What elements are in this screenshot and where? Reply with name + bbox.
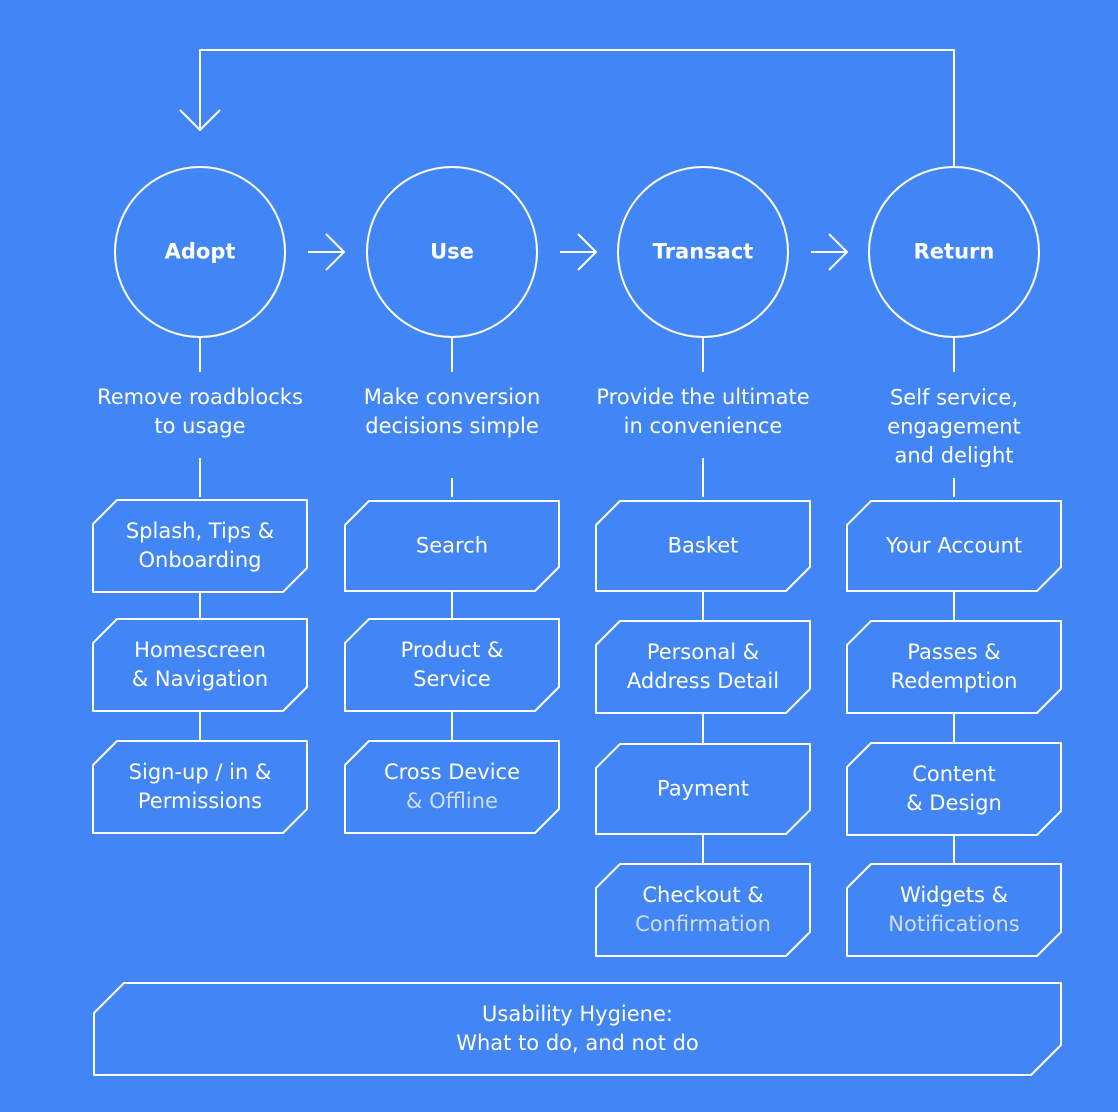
step-label-line: Cross Device [383, 760, 521, 784]
step-label: Payment [657, 775, 749, 804]
step-label-line: Splash, Tips & [125, 519, 275, 543]
step-box [846, 500, 1062, 592]
footer-label-line: Usability Hygiene: [482, 1002, 673, 1026]
step-label: Basket [668, 532, 739, 561]
stage-description-line: decisions simple [365, 414, 539, 438]
stage-description-line: and delight [894, 443, 1014, 468]
step-label-line: Passes & [907, 640, 1001, 664]
stage-arrowhead [828, 233, 848, 271]
step-label-line: Search [415, 533, 489, 558]
step-label-line: Payment [657, 776, 749, 801]
step-label-line: & Offline [406, 789, 498, 813]
step-label-line: Onboarding [138, 548, 262, 572]
stage-description: Self service, engagement and delight [887, 384, 1021, 471]
stage-description: Remove roadblocks to usage [97, 383, 303, 441]
stage-description-line: Provide the ultimate [596, 385, 810, 409]
loop-back-arrowhead [179, 109, 221, 131]
step-label-line: Personal & [646, 640, 760, 664]
step-label: Product & Service [401, 636, 504, 694]
step-box [595, 743, 811, 835]
step-label-line: Service [413, 667, 491, 691]
stage-description: Provide the ultimate in convenience [596, 383, 809, 441]
step-box [344, 740, 560, 834]
stage-arrowhead [325, 233, 345, 271]
step-box [595, 500, 811, 592]
step-label-line: Address Detail [626, 669, 780, 693]
stage-description-line: in convenience [623, 414, 783, 438]
step-label: Search [416, 532, 488, 561]
step-label-line: Notifications [888, 912, 1020, 936]
stage-arrowhead [577, 233, 597, 271]
step-label: Widgets & Notifications [888, 881, 1019, 939]
step-label-line: Basket [667, 533, 739, 558]
step-label-line: Homescreen [134, 638, 266, 662]
step-label: Passes & Redemption [891, 638, 1018, 696]
step-label-line: Checkout & [642, 883, 764, 907]
step-label-line: & Design [906, 791, 1002, 815]
footer-label-line: What to do, and not do [456, 1031, 699, 1055]
step-label: Content & Design [906, 760, 1002, 818]
stage-title-transact: Transact [652, 239, 754, 264]
step-box [846, 620, 1062, 714]
stage-description-line: to usage [154, 414, 246, 438]
step-label: Homescreen & Navigation [132, 636, 268, 694]
stage-description: Make conversion decisions simple [364, 383, 541, 441]
step-label-line: Redemption [890, 669, 1018, 693]
stage-description-line: engagement [887, 414, 1021, 439]
stage-title-use: Use [430, 239, 474, 264]
loop-back-arrow [199, 49, 955, 167]
step-box [846, 863, 1062, 957]
step-box [92, 618, 308, 712]
step-label: Personal & Address Detail [627, 638, 779, 696]
footer-box [93, 982, 1062, 1076]
step-label-line: Confirmation [635, 912, 771, 936]
step-label-line: & Navigation [131, 667, 269, 691]
step-box [595, 620, 811, 714]
step-label-line: Sign-up / in & [128, 760, 272, 784]
step-label-line: Widgets & [900, 883, 1008, 907]
step-label: Checkout & Confirmation [635, 881, 771, 939]
step-box [92, 740, 308, 834]
stage-description-line: Remove roadblocks [97, 385, 303, 409]
step-label: Cross Device & Offline [384, 758, 520, 816]
step-label-line: Your Account [885, 533, 1023, 558]
step-label: Sign-up / in & Permissions [129, 758, 272, 816]
stage-title-return: Return [913, 239, 995, 264]
step-label-line: Permissions [137, 789, 263, 813]
step-box [344, 500, 560, 592]
step-label-line: Content [912, 762, 996, 786]
step-box [92, 499, 308, 593]
stage-description-line: Self service, [889, 385, 1019, 410]
footer-label: Usability Hygiene: What to do, and not do [456, 1000, 699, 1058]
step-label: Splash, Tips & Onboarding [126, 517, 274, 575]
step-label: Your Account [886, 532, 1022, 561]
step-box [846, 742, 1062, 836]
stage-description-line: Make conversion [363, 385, 541, 409]
step-box [344, 618, 560, 712]
stage-title-adopt: Adopt [164, 239, 236, 264]
step-label-line: Product & [400, 638, 504, 662]
step-box [595, 863, 811, 957]
